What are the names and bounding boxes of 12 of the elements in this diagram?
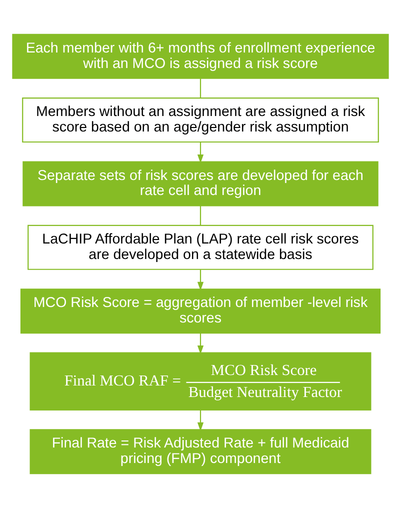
node-box: Final Rate = Risk Adjusted Rate + full Medicaid pricing (FMP) component: [30, 429, 372, 474]
node-box: MCO Risk Score = aggregation of member -level risk scores: [20, 288, 381, 334]
arrow: [197, 410, 204, 432]
node-box: LaCHIP Affordable Plan (LAP) rate cell risk scores are developed on a statewide basis: [28, 224, 374, 270]
node-box: Separate sets of risk scores are developed for each rate cell and region: [22, 161, 378, 206]
node-box: Each member with 6+ months of enrollment experience with an MCO is assigned a risk score: [12, 34, 389, 79]
connector: [200, 206, 202, 226]
arrow: [197, 270, 204, 291]
node-box: Members without an assignment are assigned a risk score based on an age/gender risk assumption: [22, 98, 379, 143]
arrow: [197, 333, 204, 354]
arrow: [197, 142, 204, 164]
connector: [200, 78, 202, 98]
